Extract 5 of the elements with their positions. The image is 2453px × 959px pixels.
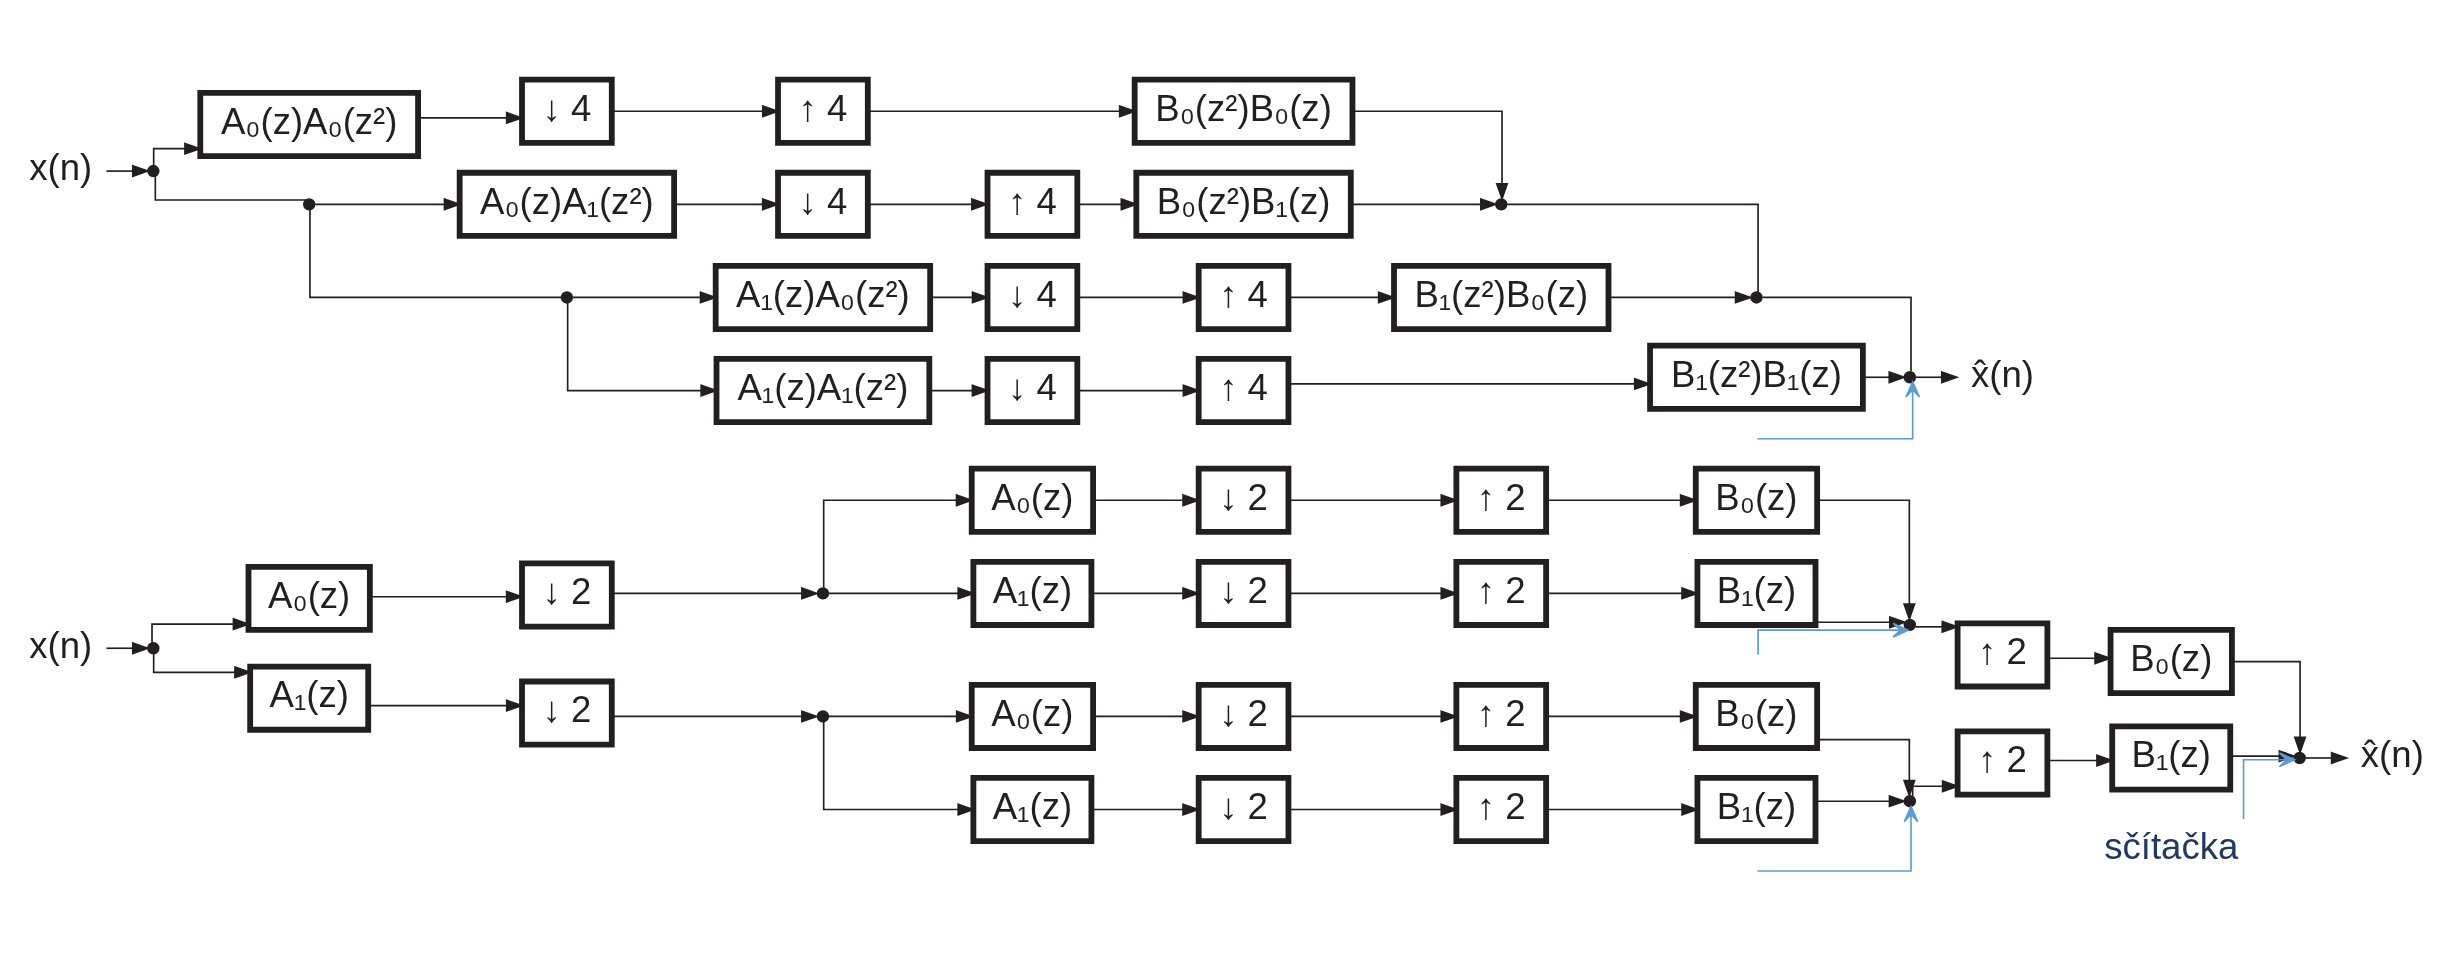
node-text: x̂(n) [2360, 734, 2424, 776]
node-text: x(n) [29, 147, 93, 189]
node-text: x(n) [29, 624, 93, 666]
node-text: sčítačka [2104, 825, 2239, 867]
node-text: x̂(n) [1971, 353, 2034, 395]
